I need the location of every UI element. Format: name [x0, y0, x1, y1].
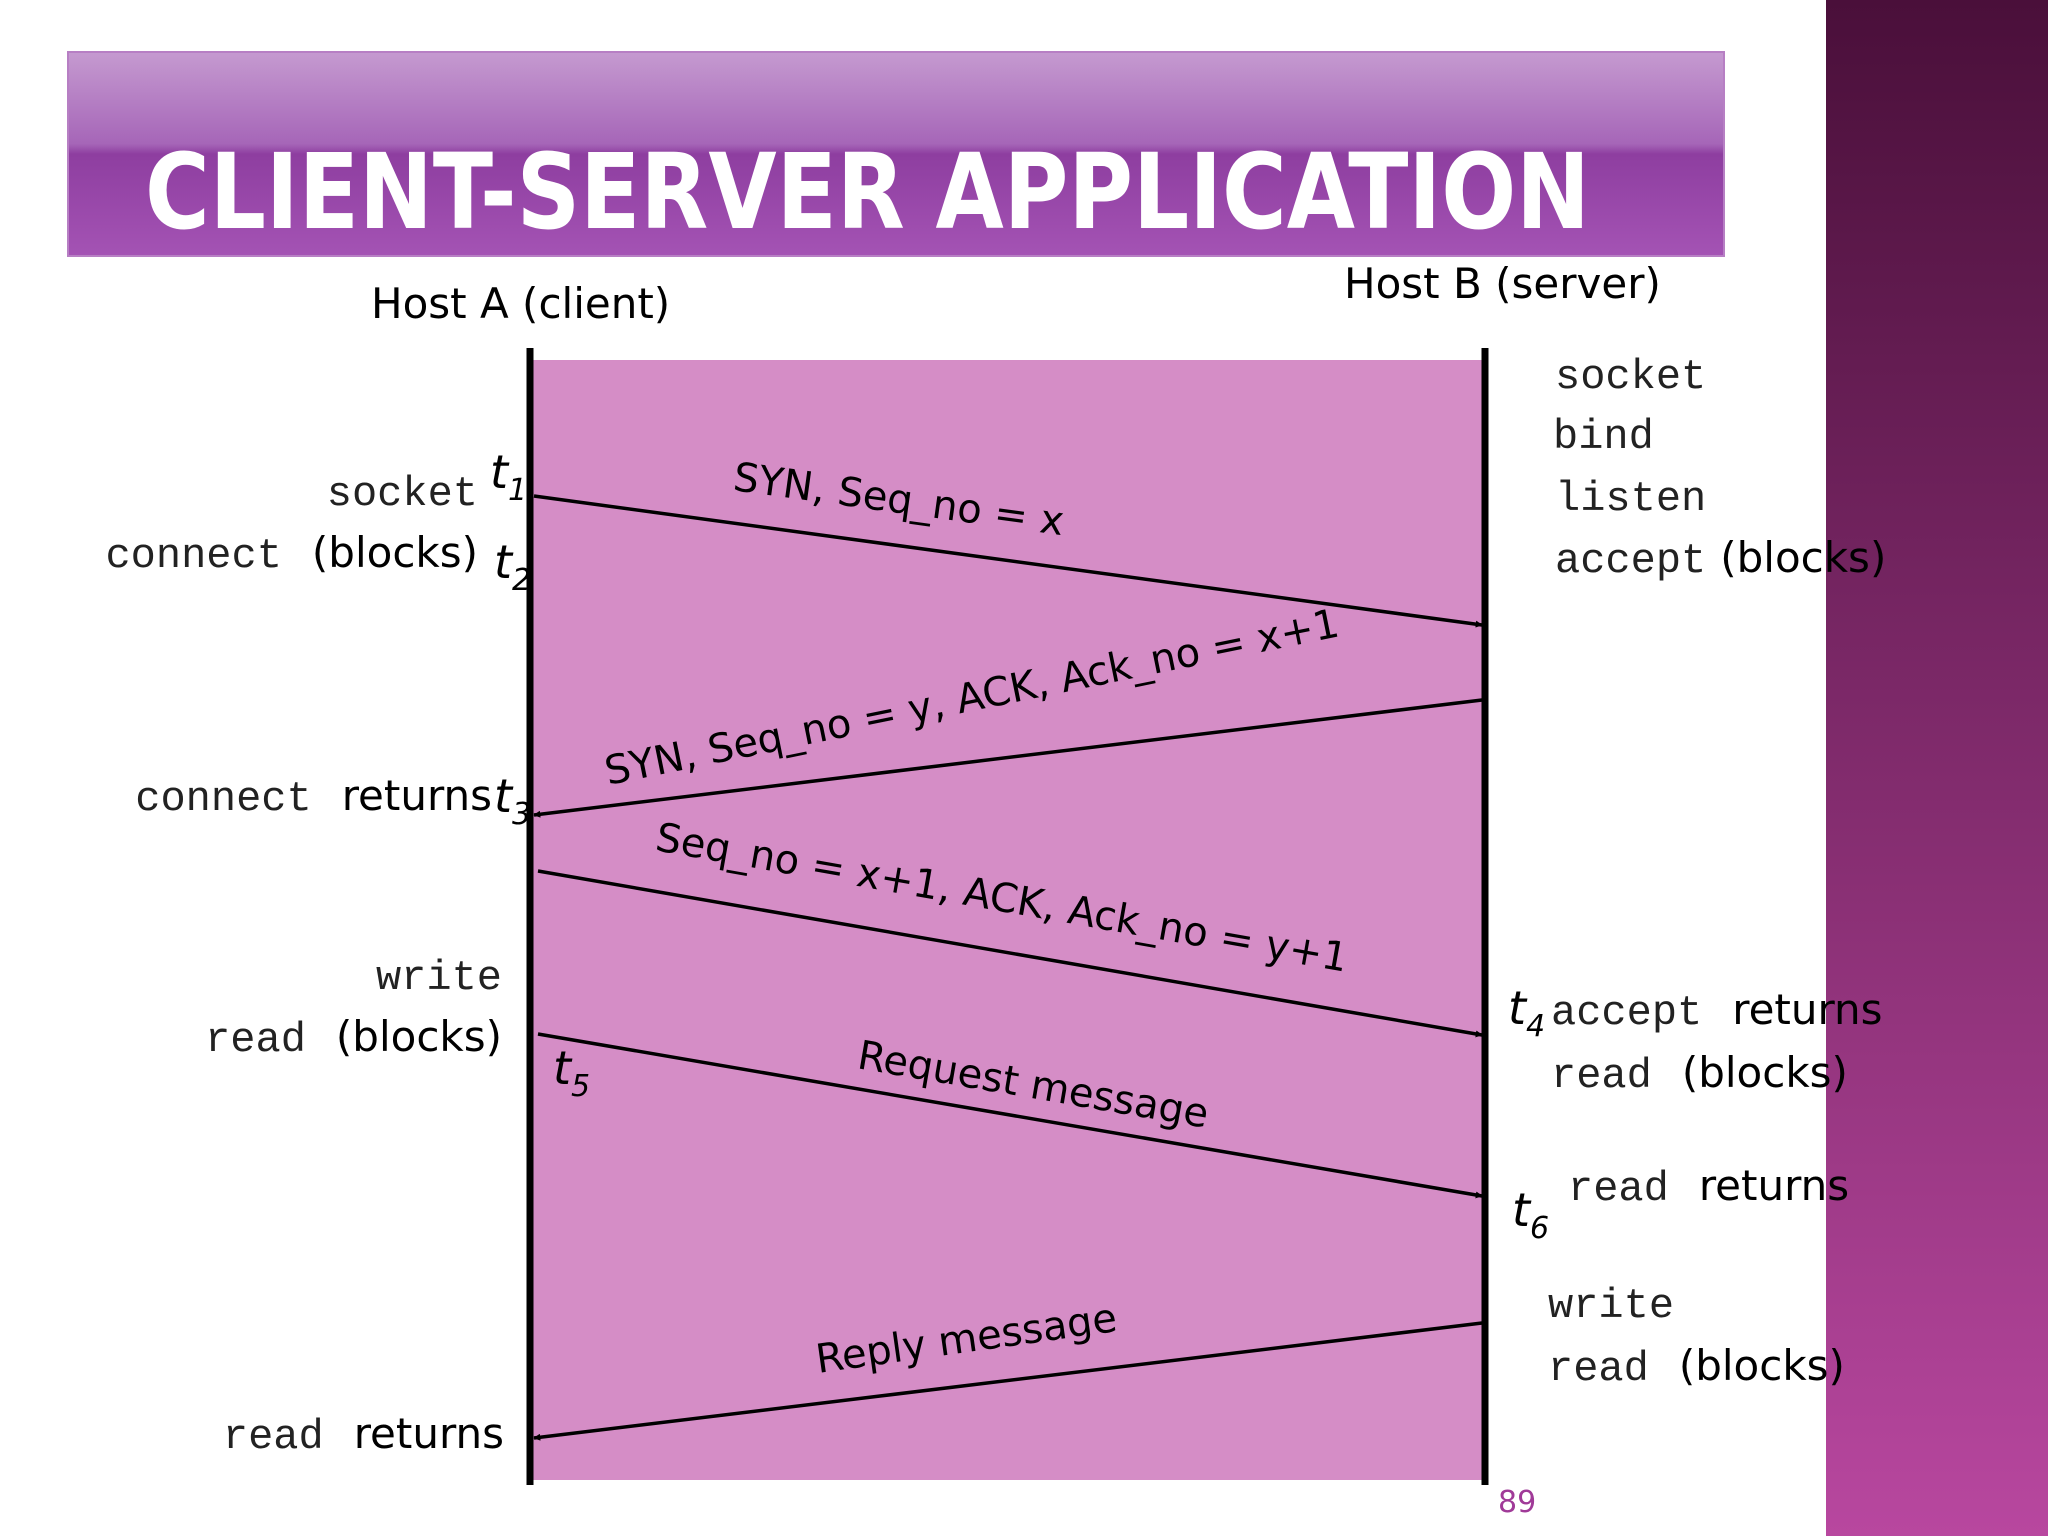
time-mark-t3: t3 [494, 769, 531, 832]
client-event-socket: socket [327, 470, 478, 518]
server-event-read-blocks-1: read(blocks) [1551, 1048, 1848, 1100]
client-event-write: write [376, 954, 502, 1002]
server-event-socket: socket [1555, 353, 1706, 401]
server-event-read-blocks-2: read(blocks) [1548, 1341, 1845, 1393]
server-event-write: write [1548, 1282, 1674, 1330]
time-mark-t5: t5 [553, 1041, 590, 1104]
server-events: socket bind listen accept(blocks) accept… [1548, 353, 1886, 1393]
server-event-listen: listen [1555, 475, 1706, 523]
time-mark-t6: t6 [1512, 1183, 1549, 1246]
time-mark-t2: t2 [494, 535, 531, 598]
server-event-bind: bind [1553, 413, 1654, 461]
server-event-accept-blocks: accept(blocks) [1555, 533, 1886, 585]
title-band: CLIENT-SERVER APPLICATION [67, 51, 1725, 257]
time-mark-t4: t4 [1508, 981, 1545, 1044]
right-stripe [1826, 0, 2048, 1536]
time-marks: t1 t2 t3 t4 t5 t6 [490, 445, 1549, 1246]
page-number: 89 [1498, 1485, 1536, 1520]
diagram-area [530, 360, 1485, 1480]
client-event-connect-blocks: connect(blocks) [105, 528, 478, 580]
time-mark-t1: t1 [490, 445, 527, 508]
host-b-label: Host B (server) [1344, 259, 1661, 308]
client-event-read-blocks: read(blocks) [205, 1012, 502, 1064]
slide-title: CLIENT-SERVER APPLICATION [145, 131, 1590, 253]
host-a-label: Host A (client) [371, 279, 670, 328]
